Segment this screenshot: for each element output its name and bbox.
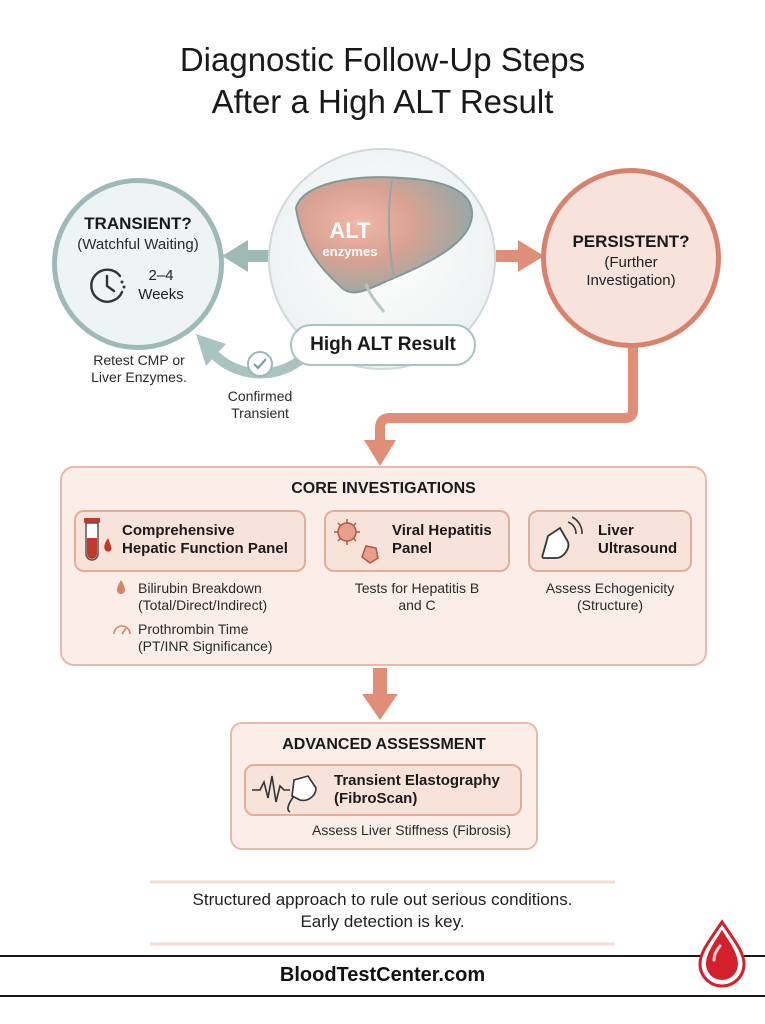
transient-sub: (Watchful Waiting) xyxy=(77,236,199,253)
hepatic-panel-line2: Hepatic Function Panel xyxy=(122,540,288,557)
page-title-line1: Diagnostic Follow-Up Steps xyxy=(179,41,586,78)
check-icon xyxy=(247,351,273,377)
transient-time-line1: 2–4 xyxy=(148,267,174,284)
ultrasound-desc-line2: (Structure) xyxy=(576,597,644,613)
ultrasound-line1: Liver xyxy=(598,522,634,539)
brand-name[interactable]: BloodTestCenter.com xyxy=(279,964,486,986)
retest-line2: Liver Enzymes. xyxy=(91,369,187,385)
advanced-heading: ADVANCED ASSESSMENT xyxy=(282,736,486,753)
elastography-line1: Transient Elastography xyxy=(334,772,500,789)
arrow-to-persistent xyxy=(496,240,544,272)
prothrombin-line2: (PT/INR Significance) xyxy=(138,638,273,654)
test-tube-icon xyxy=(84,518,112,561)
persistent-heading: PERSISTENT? xyxy=(572,232,690,251)
persistent-sub-line1: (Further xyxy=(604,254,658,271)
footer-note-line2: Early detection is key. xyxy=(300,912,465,931)
elastography-line2: (FibroScan) xyxy=(334,790,418,807)
ultrasound-probe-icon xyxy=(541,516,583,559)
viral-line1: Viral Hepatitis xyxy=(392,522,492,539)
transient-circle xyxy=(52,178,224,350)
advanced-desc: Assess Liver Stiffness (Fibrosis) xyxy=(312,822,511,838)
bilirubin-line1: Bilirubin Breakdown xyxy=(138,580,262,596)
viral-desc-line2: and C xyxy=(398,597,436,613)
elastography-card xyxy=(244,764,522,816)
ultrasound-line2: Ultrasound xyxy=(598,540,678,557)
footer-note-line1: Structured approach to rule out serious … xyxy=(192,890,573,909)
virus-icon xyxy=(334,519,379,564)
hepatic-panel-card xyxy=(74,510,306,572)
clock-icon xyxy=(90,268,126,303)
blood-drop-logo-icon xyxy=(698,919,746,988)
confirmed-line1: Confirmed xyxy=(227,388,293,404)
waveform-probe-icon xyxy=(252,775,317,813)
liver-illustration xyxy=(294,176,474,313)
transient-heading: TRANSIENT? xyxy=(84,214,192,233)
viral-desc-line1: Tests for Hepatitis B xyxy=(354,580,480,596)
arrow-to-core xyxy=(375,344,638,444)
high-alt-result-pill: High ALT Result xyxy=(290,324,476,366)
prothrombin-line1: Prothrombin Time xyxy=(138,621,249,637)
confirmed-line2: Transient xyxy=(231,405,289,421)
transient-time-line2: Weeks xyxy=(138,286,184,303)
ultrasound-desc-line1: Assess Echogenicity xyxy=(545,580,675,596)
liver-label: ALT xyxy=(329,218,371,243)
core-heading: CORE INVESTIGATIONS xyxy=(291,480,476,497)
retest-line1: Retest CMP or xyxy=(93,352,185,368)
bilirubin-line2: (Total/Direct/Indirect) xyxy=(138,597,268,613)
persistent-circle xyxy=(541,168,721,348)
persistent-sub-line2: Investigation) xyxy=(586,272,676,289)
arrow-to-advanced xyxy=(373,668,387,698)
droplet-icon xyxy=(117,580,125,594)
page-title-line2: After a High ALT Result xyxy=(211,83,554,120)
footer-bar xyxy=(0,955,765,997)
hepatic-panel-line1: Comprehensive xyxy=(122,522,235,539)
arrow-to-transient xyxy=(222,240,270,272)
liver-sub-label: enzymes xyxy=(322,244,378,259)
gauge-icon xyxy=(113,625,131,635)
viral-line2: Panel xyxy=(392,540,433,557)
